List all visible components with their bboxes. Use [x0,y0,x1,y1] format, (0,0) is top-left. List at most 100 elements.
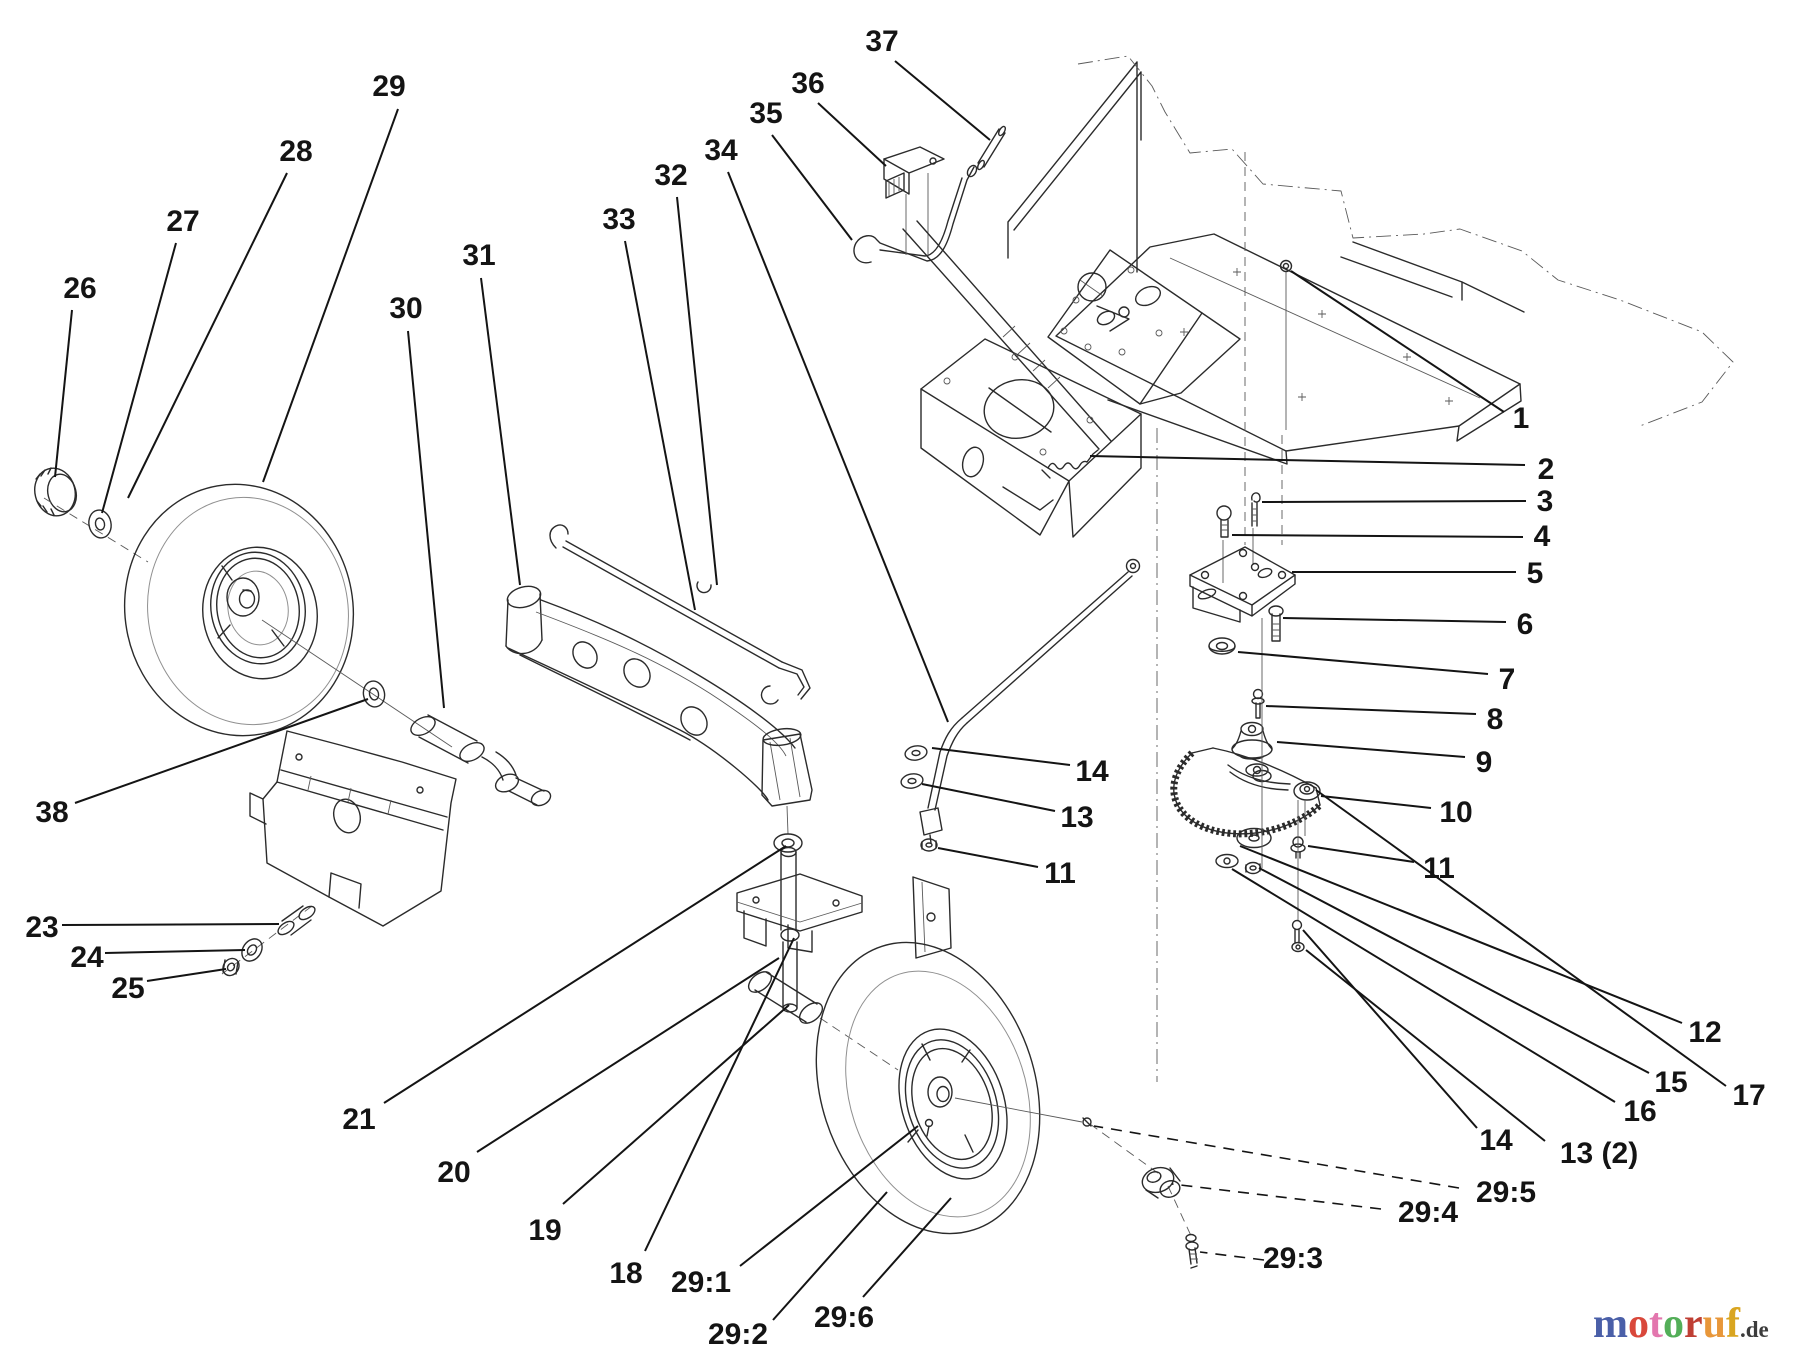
callout-29: 29 [372,70,405,103]
bolt-8 [1251,688,1265,719]
leader-line-20 [476,957,780,1153]
spindle-lower-shaft [782,941,798,1013]
bolt-6 [1268,605,1284,642]
leader-line-21 [383,845,787,1104]
hood-silhouette [1077,55,1734,427]
leader-line-25 [146,968,227,982]
callout-29-6: 29:6 [814,1301,874,1334]
clip-32 [696,581,712,594]
drag-link [900,558,1141,852]
hub-cap [34,467,78,517]
leader-line-29-5 [1093,1125,1460,1189]
washer-38 [362,680,386,708]
leader-line-2 [1089,455,1526,466]
chassis-frame [902,55,1734,1082]
leader-line-6 [1282,617,1507,623]
leader-line-26 [54,309,73,478]
callout-29-5: 29:5 [1476,1176,1536,1209]
washer-27 [88,509,112,539]
leader-line-27 [101,242,177,514]
callout-11-right: 11 [1423,852,1455,885]
callout-19: 19 [528,1214,561,1247]
callout-25: 25 [111,972,144,1005]
callout-27: 27 [166,205,199,238]
nut-11-middle [920,838,938,852]
callout-18: 18 [609,1257,642,1290]
frame-rail [902,220,1112,450]
leader-line-9 [1276,741,1466,758]
flanged-nut-7 [1208,637,1236,655]
washer-12 [1236,827,1272,849]
callout-1: 1 [1513,402,1530,435]
axle-pivot-tube [410,714,552,807]
leader-line-7 [1237,651,1489,675]
leader-line-13-right [1305,949,1546,1142]
callout-20: 20 [437,1156,470,1189]
spindle-bracket [736,873,952,959]
callout-13-right: 13 (2) [1560,1137,1638,1170]
callout-17: 17 [1732,1079,1765,1112]
axle-axis-left [43,497,149,563]
callout-34: 34 [704,134,738,167]
callout-29-4: 29:4 [1398,1196,1458,1229]
bolt-29-3 [1185,1233,1199,1269]
washer-13-middle [900,773,924,789]
rear-slab [1340,241,1525,313]
callout-5: 5 [1527,557,1544,590]
rim-29-6 [904,1039,1000,1169]
leader-line-30 [407,330,445,709]
leader-line-29-6 [862,1197,952,1298]
washer-16 [1215,853,1239,869]
leader-line-24 [104,949,246,954]
washer-14-middle [904,745,928,761]
dash-plate [1047,249,1241,405]
leader-line-11-middle [937,847,1039,868]
hub [226,577,260,617]
axle-pin [747,971,824,1024]
kingpin-shaft [780,846,797,931]
stack-axis [1261,618,1299,920]
leader-line-12 [1239,845,1683,1024]
callout-21: 21 [342,1103,375,1136]
callout-9: 9 [1476,746,1493,779]
support-bracket [249,730,457,927]
callout-23: 23 [25,911,58,944]
leader-line-10 [1320,795,1432,809]
watermark: motoruf.de [1593,1301,1769,1347]
nut-25 [222,957,240,977]
callout-29-3: 29:3 [1263,1242,1323,1275]
leader-line-32 [676,196,718,586]
engine-box [920,338,1142,538]
nut-15 [1244,861,1262,875]
pin-37 [966,125,1007,178]
callout-15: 15 [1654,1066,1687,1099]
callout-32: 32 [654,159,687,192]
callout-30: 30 [389,292,422,325]
leader-line-15 [1258,867,1650,1074]
callout-33: 33 [602,203,635,236]
callout-3: 3 [1537,485,1554,518]
cotter-pin-3 [1251,492,1261,527]
leader-line-35 [771,134,853,241]
leader-line-19 [562,1004,790,1205]
leader-line-23 [61,923,280,926]
hub-29-1 [927,1076,953,1108]
leader-line-37 [894,60,991,141]
bushing-29-4 [1141,1166,1181,1199]
spacer-23 [277,905,316,936]
leader-line-3 [1261,500,1527,503]
callout-14-right: 14 [1479,1124,1513,1157]
steering-arm-group [853,125,1007,264]
leader-line-29-1 [739,1125,919,1267]
leader-line-1 [1290,270,1505,413]
rim [210,551,306,665]
kingpin-housing [761,727,813,807]
washer-24 [241,938,263,962]
valve-stem [924,1118,934,1137]
callout-7: 7 [1499,663,1516,696]
leader-line-11-right [1307,845,1415,863]
bracket-36 [883,146,945,258]
callout-2: 2 [1538,453,1555,486]
leader-line-29-3 [1199,1251,1265,1261]
spindle-assembly [736,805,952,1071]
